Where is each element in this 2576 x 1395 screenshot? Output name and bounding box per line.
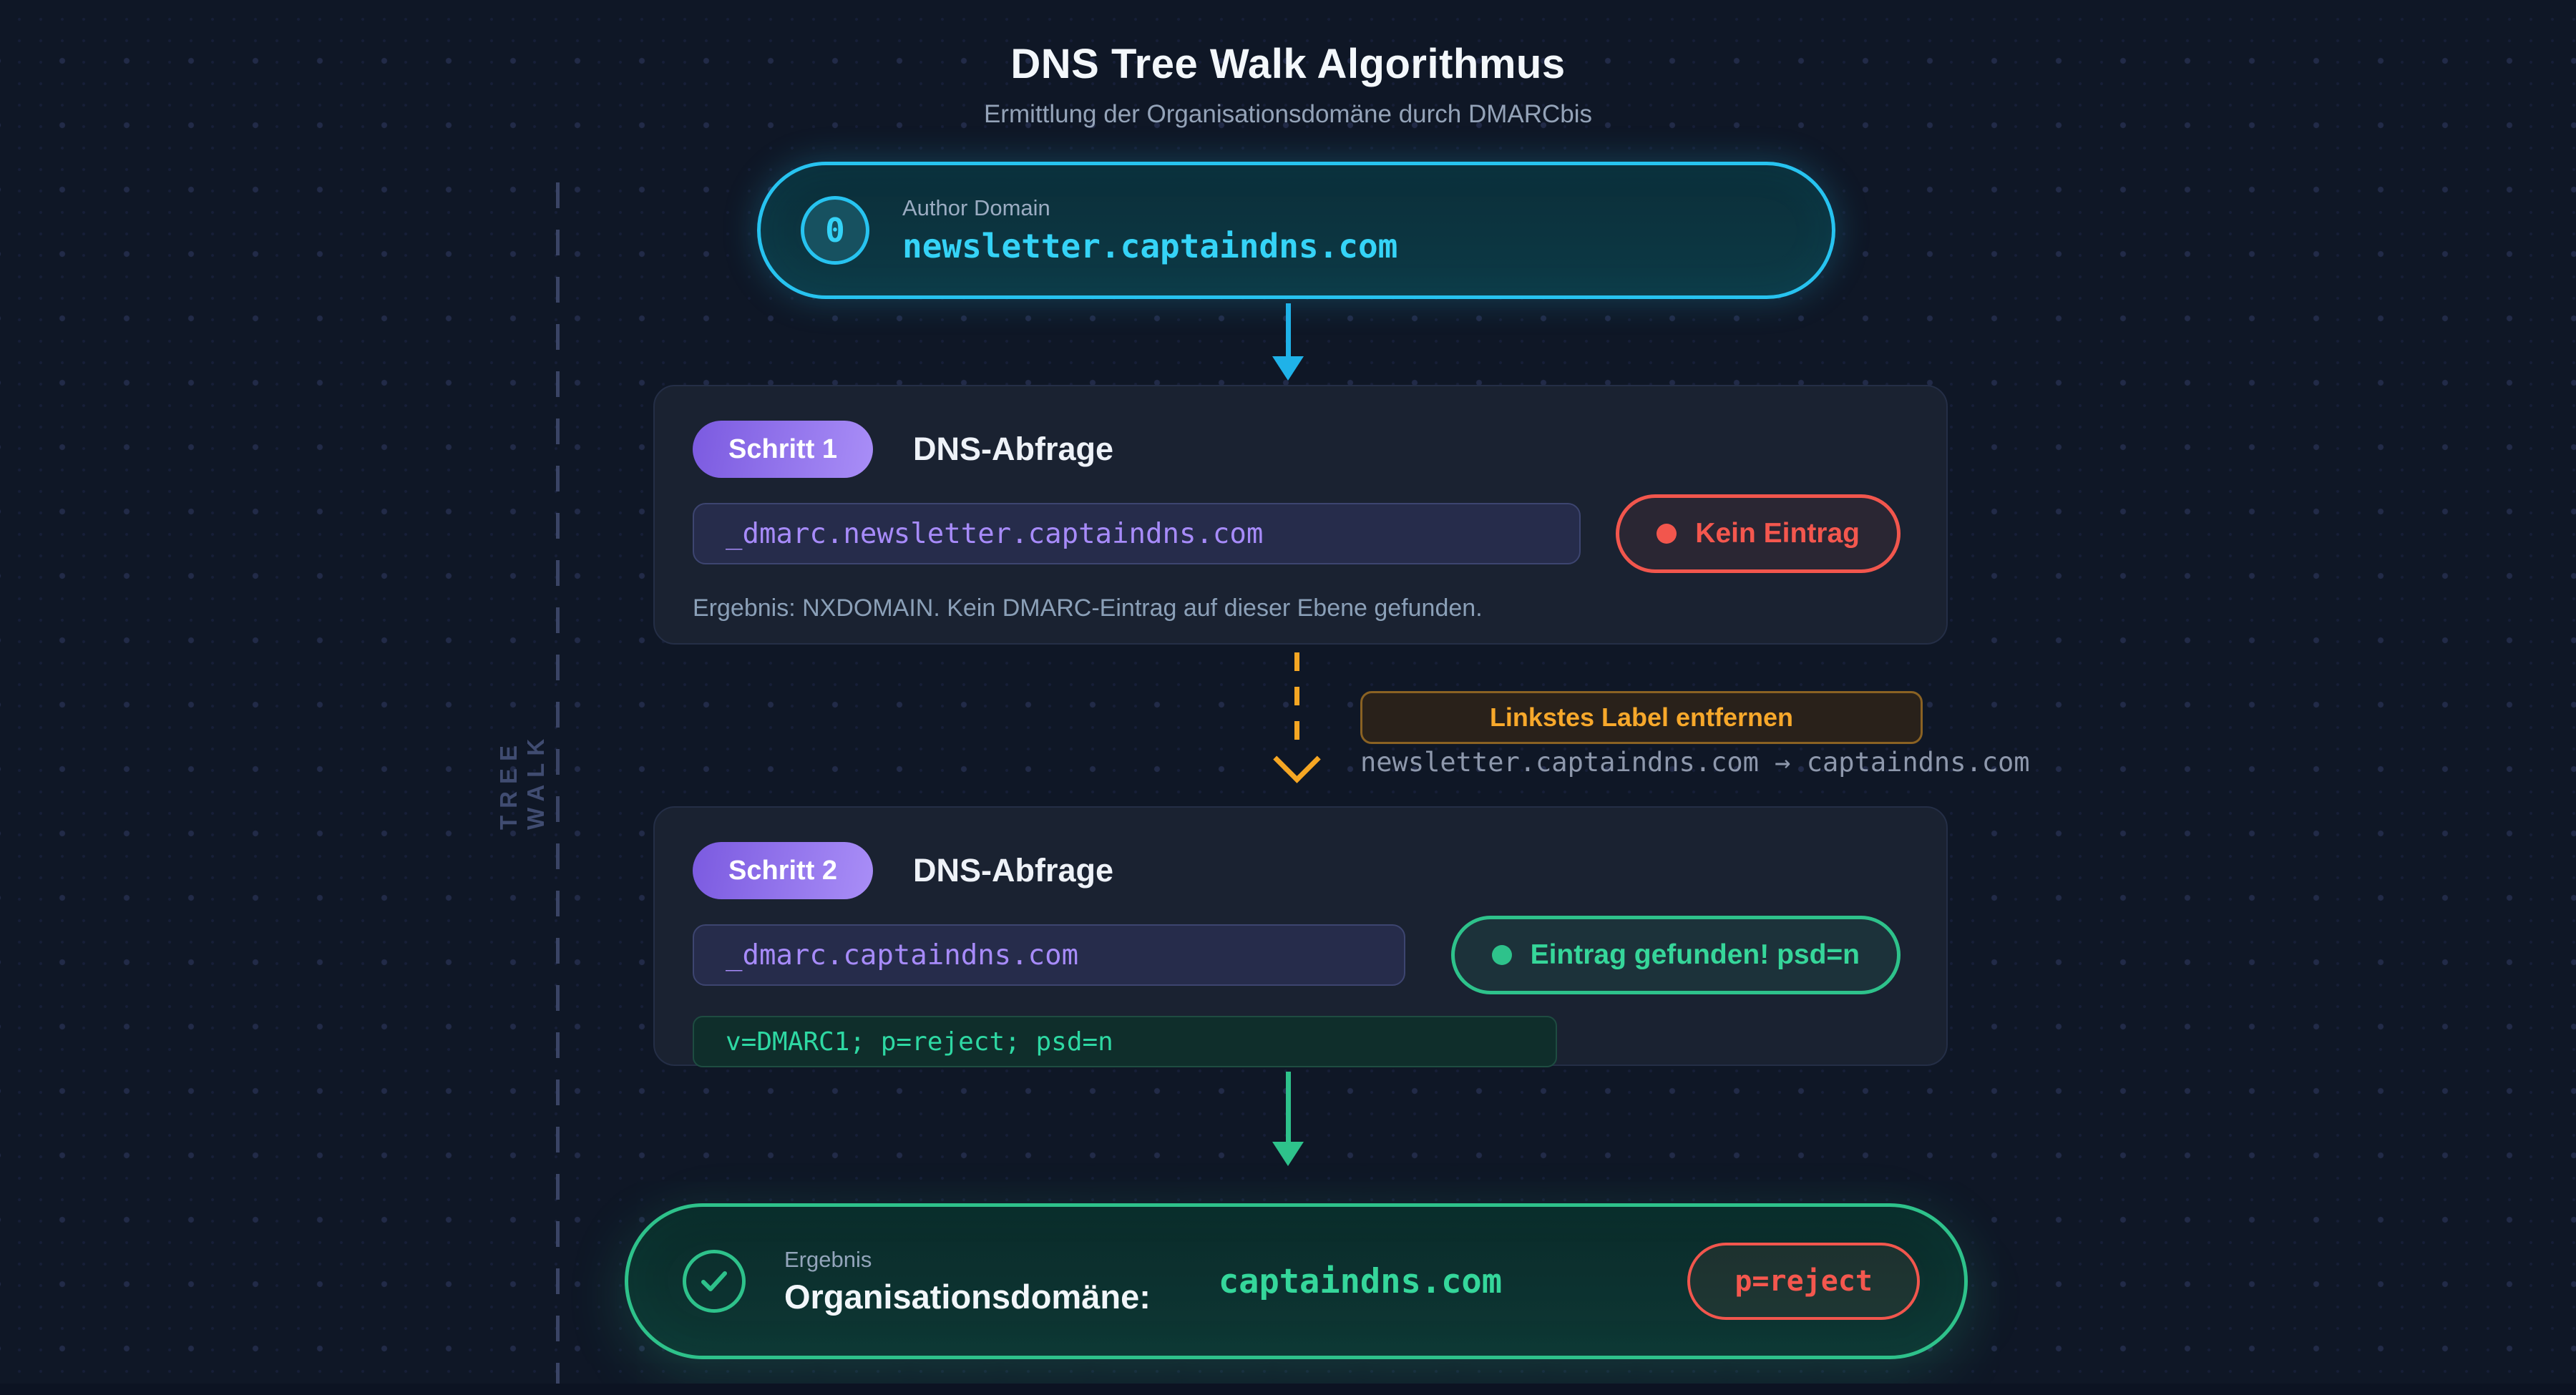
page-subtitle: Ermittlung der Organisationsdomäne durch… [983,100,1593,128]
arrow-down-cyan-head-icon [1272,356,1304,381]
arrow-down-orange-dashed [1294,652,1299,753]
result-texts: Ergebnis Organisationsdomäne: [784,1247,1151,1316]
step2-status-badge: Eintrag gefunden! psd=n [1450,916,1901,994]
step2-dmarc-record: v=DMARC1; p=reject; psd=n [693,1016,1557,1067]
step1-query-value: _dmarc.newsletter.captaindns.com [693,503,1581,564]
step1-card: Schritt 1 DNS-Abfrage _dmarc.newsletter.… [653,385,1948,645]
page-title: DNS Tree Walk Algorithmus [1010,41,1566,87]
step2-status-label: Eintrag gefunden! psd=n [1530,939,1860,970]
step2-title: DNS-Abfrage [913,852,1114,889]
policy-badge: p=reject [1687,1243,1920,1320]
result-domain-value: captaindns.com [1218,1261,1503,1301]
transition-action-badge: Linkstes Label entfernen [1360,691,1923,744]
result-heading: Organisationsdomäne: [784,1277,1151,1316]
arrow-down-green-head-icon [1272,1142,1304,1166]
author-domain-texts: Author Domain newsletter.captaindns.com [902,195,1397,265]
arrow-down-orange-head-icon [1273,735,1321,783]
status-dot-red-icon [1657,524,1677,544]
author-domain-box: 0 Author Domain newsletter.captaindns.co… [757,162,1835,299]
result-box: Ergebnis Organisationsdomäne: captaindns… [625,1203,1968,1359]
step1-result-note: Ergebnis: NXDOMAIN. Kein DMARC-Eintrag a… [693,594,1483,622]
tree-walk-label: TREE WALK [495,731,549,830]
step2-query-row: _dmarc.captaindns.com Eintrag gefunden! … [693,916,1901,994]
step1-query-row: _dmarc.newsletter.captaindns.com Kein Ei… [693,494,1901,573]
status-dot-green-icon [1491,945,1512,965]
step1-title: DNS-Abfrage [913,431,1114,467]
author-domain-label: Author Domain [902,195,1050,220]
step2-header: Schritt 2 DNS-Abfrage [693,842,1901,899]
step1-badge: Schritt 1 [693,421,874,478]
step1-status-label: Kein Eintrag [1695,518,1860,549]
checkmark-icon [701,1271,727,1291]
check-circle-icon [683,1250,746,1313]
step2-badge: Schritt 2 [693,842,874,899]
result-label: Ergebnis [784,1246,872,1272]
arrow-down-green [1286,1072,1291,1143]
tree-walk-rail-line [556,182,560,1395]
footer-strip [0,1384,2576,1395]
step2-query-value: _dmarc.captaindns.com [693,924,1405,986]
arrow-down-cyan [1286,303,1291,358]
transition-mapping: newsletter.captaindns.com → captaindns.c… [1360,747,2030,778]
step1-status-badge: Kein Eintrag [1616,494,1901,573]
step1-header: Schritt 1 DNS-Abfrage [693,421,1901,478]
step2-card: Schritt 2 DNS-Abfrage _dmarc.captaindns.… [653,806,1948,1067]
author-domain-value: newsletter.captaindns.com [902,227,1398,265]
step-zero-icon: 0 [801,196,869,265]
